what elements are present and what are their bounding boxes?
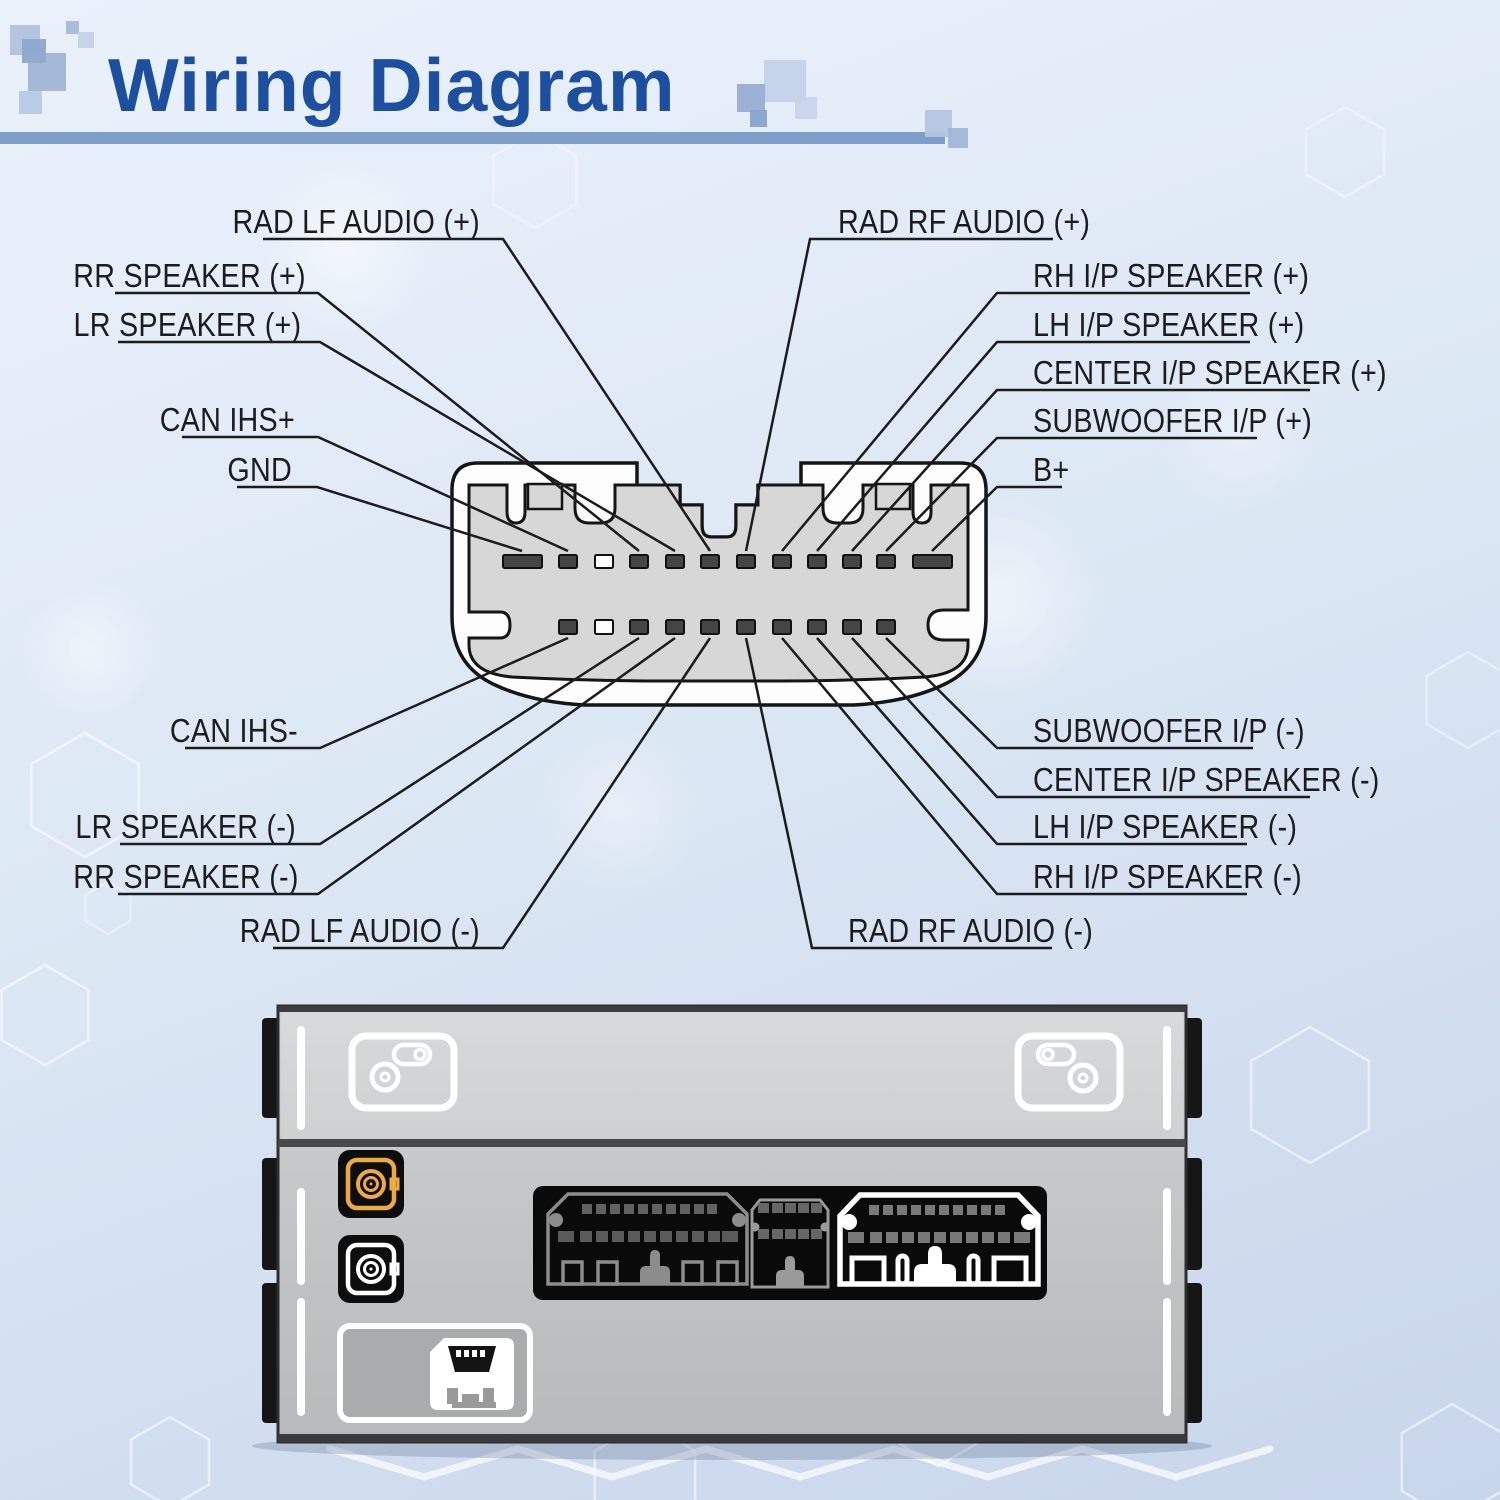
pin-label-rad-rf-audio-plus: RAD RF AUDIO (+) (838, 203, 1091, 240)
page-title: Wiring Diagram (108, 43, 676, 127)
fakra-antenna-socket-white[interactable] (338, 1235, 404, 1303)
pin-label-lr-speaker-plus: LR SPEAKER (+) (73, 306, 302, 343)
screw-plate-left (348, 1032, 458, 1112)
zigzag-decoration (326, 1445, 1274, 1481)
fakra-yellow-icon (345, 1157, 400, 1211)
socket-a[interactable] (546, 1192, 749, 1286)
pin-label-rr-speaker-plus: RR SPEAKER (+) (73, 257, 306, 294)
mini-usb-icon (448, 1346, 496, 1372)
socket-b[interactable] (750, 1198, 830, 1289)
pin-label-lh-ip-speaker-minus: LH I/P SPEAKER (-) (1033, 808, 1298, 845)
pin-label-lr-speaker-minus: LR SPEAKER (-) (75, 808, 296, 845)
harness-connector (450, 461, 988, 707)
pill-mark-icon (391, 1042, 433, 1067)
pin-label-rr-speaker-minus: RR SPEAKER (-) (73, 858, 299, 895)
pin-label-center-ip-speaker-plus: CENTER I/P SPEAKER (+) (1033, 354, 1387, 391)
pill-mark-icon (1035, 1042, 1077, 1067)
mini-usb-pins (456, 1350, 485, 1357)
connector-pins-top-row (502, 554, 953, 569)
keying-post-icon (640, 1250, 670, 1284)
fakra-white-icon (345, 1242, 400, 1296)
unit-upper-section (281, 1012, 1183, 1139)
unit-divider (278, 1139, 1186, 1147)
pin-label-lh-ip-speaker-plus: LH I/P SPEAKER (+) (1033, 306, 1305, 343)
unit-top-edge (278, 1006, 1186, 1012)
pin-label-rad-rf-audio-minus: RAD RF AUDIO (-) (848, 912, 1094, 949)
pin-label-center-ip-speaker-minus: CENTER I/P SPEAKER (-) (1033, 761, 1380, 798)
connector-face (467, 483, 970, 683)
leader-lines (115, 237, 1310, 950)
socket-c-highlighted[interactable] (837, 1192, 1041, 1287)
fakra-antenna-socket-yellow[interactable] (338, 1150, 404, 1218)
pin-label-subwoofer-ip-minus: SUBWOOFER I/P (-) (1033, 712, 1305, 749)
title-underline (0, 132, 945, 144)
keying-post-icon (776, 1256, 804, 1287)
pin-label-subwoofer-ip-plus: SUBWOOFER I/P (+) (1033, 402, 1313, 439)
unit-bottom-edge (278, 1434, 1186, 1442)
pin-label-can-ihs-plus: CAN IHS+ (159, 401, 295, 438)
screw-plate-right (1014, 1032, 1124, 1112)
pin-label-rh-ip-speaker-plus: RH I/P SPEAKER (+) (1033, 257, 1310, 294)
side-vent-slots (297, 1026, 1171, 1416)
usb-feet-icon (447, 1388, 496, 1408)
pin-label-can-ihs-minus: CAN IHS- (169, 712, 298, 749)
key-island-left (526, 482, 564, 511)
keying-post-icon (914, 1246, 956, 1284)
stereo-rear-panel (252, 1004, 1212, 1460)
target-mark-icon (369, 1061, 401, 1093)
pin-label-rad-lf-audio-minus: RAD LF AUDIO (-) (239, 912, 480, 949)
pin-label-b-plus: B+ (1033, 451, 1070, 488)
usb-port-plate[interactable] (337, 1323, 533, 1423)
connector-pins-bottom-row (558, 619, 896, 635)
pin-label-rh-ip-speaker-minus: RH I/P SPEAKER (-) (1033, 858, 1302, 895)
pin-label-gnd: GND (227, 451, 292, 488)
harness-socket-panel (533, 1186, 1047, 1300)
target-mark-icon (1067, 1062, 1099, 1094)
pin-label-rad-lf-audio-plus: RAD LF AUDIO (+) (232, 203, 480, 240)
